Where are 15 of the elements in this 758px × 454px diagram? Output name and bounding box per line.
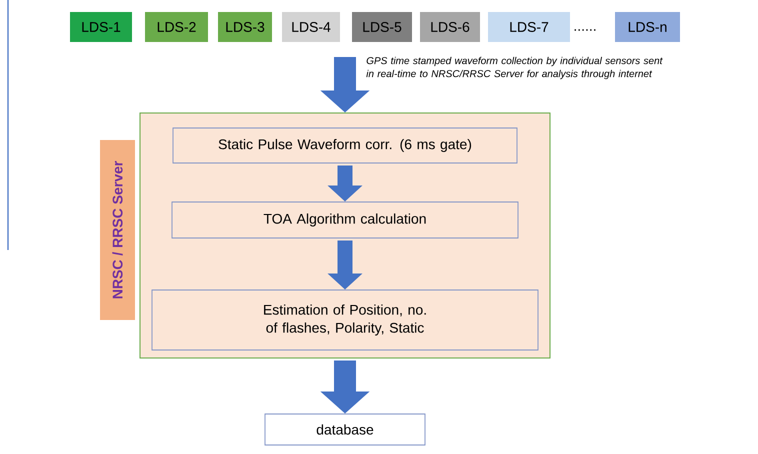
sensor-box: LDS-n [615, 12, 680, 42]
server-label-box: NRSC / RRSC Server [100, 140, 135, 320]
ellipsis-label: ...... [574, 29, 596, 31]
process-box: Static Pulse Waveform corr. (6 ms gate) [172, 128, 518, 164]
sensor-box: LDS-6 [420, 12, 480, 42]
edge-label: GPS time stamped waveform collection by individual sensors sent in real-time to NRSC/RRSC Server for analysis through internet [365, 56, 668, 80]
database-box: database [264, 414, 426, 446]
sensor-box: LDS-3 [218, 12, 272, 42]
sensor-box: LDS-2 [145, 12, 208, 42]
sensor-box: LDS-1 [70, 12, 132, 42]
process-box: Estimation of Position, no. of flashes, Polarity, Static [152, 290, 538, 350]
process-box: TOA Algorithm calculation [172, 202, 518, 238]
sensor-box: LDS-4 [282, 12, 340, 42]
sensor-box: LDS-7 [488, 12, 570, 42]
sensor-box: LDS-5 [352, 12, 412, 42]
